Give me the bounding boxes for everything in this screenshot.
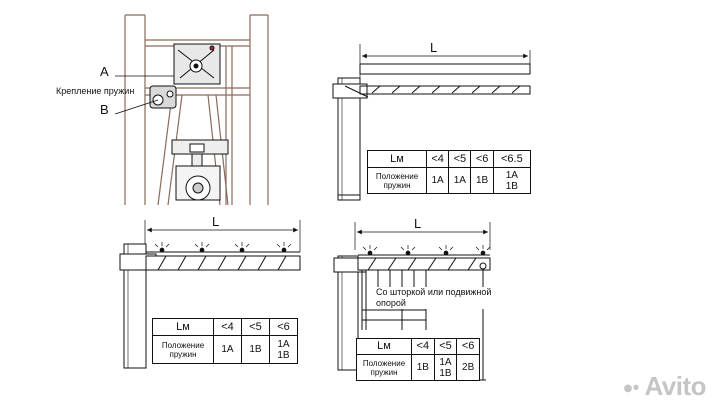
spring-table-top-right: Lм <4 <5 <6 <6.5 Положение пружин 1A 1A … [367,150,532,194]
barrier-top-right [332,44,531,201]
row-label-line: пружин [169,349,197,359]
table-cell: 1A [425,167,450,194]
table-header-cell: <4 [411,338,435,355]
table-cell: 1B [411,354,435,381]
cell-value: 1A [453,175,466,186]
spring-table-bottom-right: Lм <4 <5 <6 Положение пружин 1B 1A 1B 2B [356,338,480,381]
table-cell: 2B [456,354,480,381]
avito-logo-icon: ●• [622,377,640,398]
spring-table-bottom-left: Lм <4 <5 <6 Положение пружин 1A 1B 1A 1B [152,318,298,364]
watermark-text: Avito [644,371,706,401]
table-header-cell: <5 [433,338,458,355]
table-header-cell: Lм [367,150,427,168]
table-row-label: Положение пружин [152,335,214,364]
cell-value: 1B [249,344,262,355]
cell-value: 1B [505,180,518,192]
table-header-cell: Lм [356,338,412,355]
avito-watermark: ●• Avito [623,371,707,402]
cell-value: 1A [221,344,234,355]
table-header-cell: <4 [425,150,450,168]
barrier-bottom-left [119,220,301,369]
table-cell: 1B [470,167,494,194]
boom-stripes-bottom-right [367,257,477,271]
cell-value: 1A [505,169,518,181]
skirt-note: Со шторкой или подвижной опорой [376,287,492,309]
label-b: B [100,102,109,117]
table-header-cell: <6.5 [492,150,532,168]
table-header-cell: <5 [241,318,270,336]
table-header-cell: <6 [456,338,480,355]
cell-value: 1A [431,175,444,186]
table-header-cell: <6 [269,318,298,336]
row-label-line: пружин [370,367,398,377]
cell-value: 1A [439,356,452,368]
table-cell: 1A [448,167,472,194]
barrier-bottom-right [333,222,491,381]
cell-value: 1B [439,367,452,379]
table-cell: 1B [241,335,270,364]
note-line: опорой [376,298,406,308]
dimension-label-bottom-left: L [212,214,220,229]
row-label-line: пружин [383,180,411,190]
note-line: Со шторкой или подвижной [376,287,492,297]
boom-lights-bottom-right [362,245,491,256]
row-label-line: Положение [161,340,205,350]
dimension-label-top: L [430,40,438,55]
table-row-label: Положение пружин [367,167,427,194]
row-label-line: Положение [362,358,406,368]
cell-value: 2B [462,362,475,373]
table-header-cell: <5 [448,150,472,168]
motor-assembly [171,139,229,201]
table-cell: 1A 1B [433,354,458,381]
dimension-label-bottom-right: L [414,216,422,231]
table-header-cell: Lм [152,318,214,336]
table-row-label: Положение пружин [356,354,412,381]
cell-value: 1B [277,349,290,361]
spring-anchor-b [149,85,177,109]
boom-lights-bottom-left [154,242,292,253]
cell-value: 1B [475,175,489,186]
table-cell: 1A 1B [492,167,532,194]
cell-value: 1B [416,362,429,373]
boom-stripes-bottom-left [157,255,287,271]
table-cell: 1A 1B [269,335,298,364]
boom-stripes-top [359,85,531,95]
table-header-cell: <4 [213,318,242,336]
table-cell: 1A [213,335,242,364]
spring-mount-caption: Крепление пружин [56,86,135,96]
leader-b [114,99,159,115]
cell-value: 1A [277,338,290,350]
gearbox-plate [173,43,221,85]
row-label-line: Положение [375,171,419,181]
label-a: A [100,64,109,79]
table-header-cell: <6 [470,150,494,168]
